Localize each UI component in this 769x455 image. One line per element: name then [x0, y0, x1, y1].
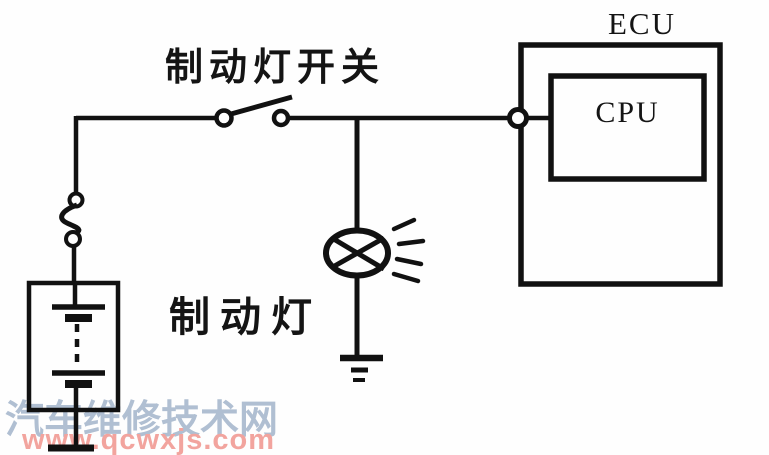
brake-light-label: 制动灯 [169, 294, 322, 340]
brake-light-switch-label: 制动灯开关 [165, 47, 386, 89]
cpu-label: CPU [595, 96, 660, 129]
terminal-circle [507, 107, 529, 129]
ground-symbol-lamp [340, 354, 383, 382]
light-rays-icon [391, 217, 426, 284]
ecu-label: ECU [608, 6, 676, 41]
battery-symbol [26, 280, 121, 445]
ecu-box [518, 42, 723, 287]
switch-symbol [214, 94, 293, 128]
bulb-symbol [323, 227, 391, 279]
wire-main [73, 115, 552, 357]
watermark-site-name: 汽车维修技术网 [5, 399, 279, 442]
cpu-box [548, 73, 707, 182]
fuse-symbol [59, 191, 85, 284]
